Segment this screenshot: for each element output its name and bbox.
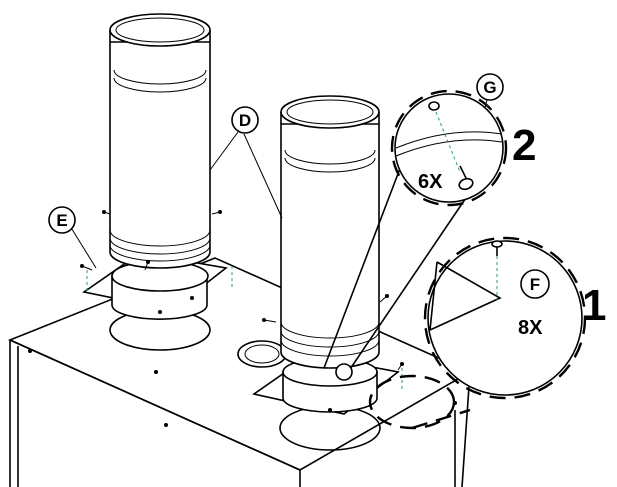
exhaust-opening-inner	[244, 344, 280, 364]
right-pipe-band	[284, 157, 376, 173]
callout-e-circle	[48, 206, 76, 234]
screw-icon	[144, 260, 150, 271]
right-pipe-top-rim	[280, 95, 380, 129]
detail-1-link	[411, 408, 471, 430]
left-pipe-neck	[109, 30, 211, 42]
appliance-housing	[7, 257, 472, 487]
callout-d: D	[231, 106, 259, 134]
leader-d-right	[243, 133, 283, 219]
callout-e-label: E	[56, 211, 67, 230]
callout-f: F	[520, 269, 550, 299]
detail-2-zoom-line	[323, 157, 405, 369]
step-number-1: 1	[582, 281, 606, 330]
left-pipe-top-inner	[115, 17, 205, 43]
quantity-label-g: 6X	[418, 171, 443, 193]
screw-icon	[80, 264, 93, 271]
left-flue-assembly	[80, 13, 233, 351]
flange-screw-hole	[158, 310, 162, 314]
housing-screw	[154, 370, 158, 374]
detail-1-plate-edge	[429, 261, 502, 331]
flange-screw-hole	[190, 296, 194, 300]
step-number-2: 2	[512, 121, 536, 170]
screw-icon	[458, 165, 474, 191]
detail-1-magnifier-outline	[423, 236, 587, 400]
screw-icon	[211, 210, 222, 215]
right-flue-assembly	[237, 95, 404, 451]
leader-d-left	[209, 131, 239, 171]
screw-icon	[491, 240, 503, 256]
detail-1-magnifier	[427, 240, 583, 396]
leader-e	[69, 225, 97, 269]
callout-g-label: G	[483, 78, 496, 97]
flange-screw-hole	[328, 408, 332, 412]
housing-screw	[164, 423, 168, 427]
callout-e: E	[48, 206, 76, 234]
right-pipe-band	[284, 149, 376, 165]
left-pipe-band	[109, 229, 211, 247]
detail-2-magnifier-outline	[390, 89, 508, 207]
detail-2-pipe-edge	[395, 139, 503, 157]
left-pipe-band	[109, 244, 211, 262]
right-pipe-top-inner	[286, 99, 374, 125]
detail-2-screw-hole	[428, 101, 440, 111]
detail-2-pipe-edge	[395, 131, 503, 149]
left-pipe-body	[109, 41, 211, 269]
screw-icon	[102, 210, 111, 215]
centerline	[435, 111, 461, 173]
right-pipe-band	[280, 321, 380, 339]
callout-d-label: D	[239, 111, 251, 130]
callout-f-circle	[520, 269, 550, 299]
left-pipe-band	[113, 69, 207, 85]
detail-2-magnifier	[394, 93, 504, 203]
detail-2	[390, 89, 508, 207]
housing-right-edge	[461, 371, 471, 487]
leader-lines	[69, 99, 530, 381]
detail-2-zoom-line	[343, 185, 475, 379]
right-pipe-band	[280, 339, 380, 357]
callout-g: G	[476, 73, 504, 101]
callout-f-label: F	[530, 275, 540, 294]
screw-icon	[397, 362, 404, 371]
housing-front-edge	[9, 339, 301, 471]
detail-1-collar-edge	[429, 261, 438, 331]
housing-screw	[28, 349, 32, 353]
callout-d-circle	[231, 106, 259, 134]
right-pipe-band	[280, 330, 380, 348]
screw-icon	[262, 318, 277, 323]
left-pipe-band	[113, 77, 207, 93]
detail-2-origin-marker	[335, 363, 353, 381]
left-pipe-band	[109, 237, 211, 255]
screw-icon	[379, 294, 389, 303]
left-pipe-top-rim	[109, 13, 211, 47]
callout-g-circle	[476, 73, 504, 101]
quantity-label-f: 8X	[518, 317, 543, 339]
right-pipe-body	[280, 123, 380, 369]
right-pipe-neck	[280, 112, 380, 124]
